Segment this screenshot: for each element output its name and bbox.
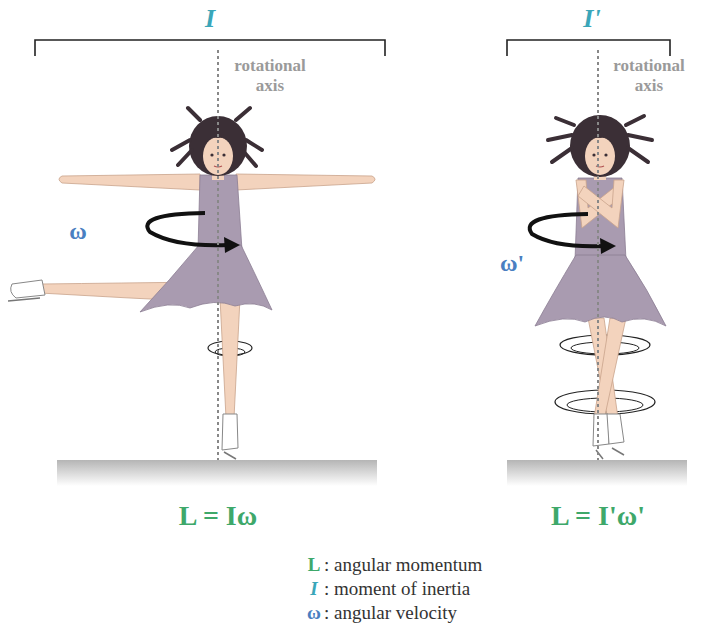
inertia-symbol: I' [583,4,600,34]
formula: L = Iω [179,500,257,532]
rotational-axis [597,50,599,460]
inertia-bracket [35,40,385,56]
formula: L = I'ω' [551,500,645,532]
legend-symbol: ω [307,602,321,624]
legend-text: : moment of inertia [324,578,470,600]
velocity-symbol: ω [69,218,87,246]
legend-text: : angular momentum [324,554,482,576]
inertia-bracket [507,40,670,56]
rotation-arrow [147,213,228,245]
inertia-symbol: I [205,4,215,34]
legend-text: : angular velocity [324,602,457,624]
legend-symbol: I [310,578,317,600]
rotation-arrow [600,238,616,254]
rotational-axis [217,50,219,460]
velocity-symbol: ω' [500,250,524,278]
rotation-arrow [530,214,604,246]
rotation-arrow [224,237,240,253]
ice-ground [507,460,687,486]
axis-label: rotational axis [222,56,318,95]
axis-label: rotational axis [601,56,697,95]
legend-symbol: L [308,554,321,576]
ice-ground [57,460,377,486]
skater-extended [8,108,375,459]
